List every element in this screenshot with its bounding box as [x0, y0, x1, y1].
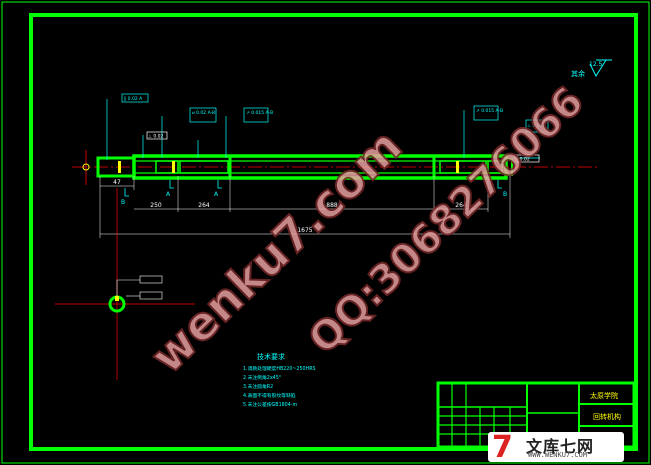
section-label-1: A	[166, 191, 171, 198]
roughness-symbol: 12.5 其余	[571, 59, 612, 78]
title-block-school: 太原学院	[590, 391, 618, 400]
tech-req-line-2: 2.未注倒角2x45°	[243, 374, 281, 381]
tech-req-line-1: 1.调质处理硬度HB220~250HRS	[243, 365, 316, 372]
gdt-frame-4: ↗ 0.015 A-B	[476, 108, 503, 114]
gdt-frame-5: ⊥ 0.02	[527, 123, 543, 129]
dim-47: 47	[113, 179, 121, 186]
dim-888: 888	[326, 202, 338, 209]
site-logo: 7 文库七网 WWW.WENKU7.COM	[488, 430, 624, 465]
gdt-frame-6: ⊥ 0.02	[148, 134, 164, 140]
title-block-part-name: 回转机构	[593, 412, 621, 421]
dim-264b: 264	[455, 202, 467, 209]
gdt-frame-3: ↗ 0.015 A-B	[246, 110, 273, 116]
tech-req-line-3: 3.未注圆角R2	[243, 383, 273, 390]
gdt-leaders	[106, 99, 540, 160]
gdt-frame-7: ∥ 0.02	[516, 157, 530, 163]
dim-264a: 264	[198, 202, 210, 209]
gdt-frame-1: ∥ 0.02 A	[124, 96, 143, 102]
shaft-body	[96, 154, 513, 180]
tech-requirements: 技术要求 1.调质处理硬度HB220~250HRS 2.未注倒角2x45° 3.…	[243, 352, 316, 408]
roughness-value: 12.5	[589, 61, 603, 68]
section-label-3: B	[121, 199, 125, 206]
extension-lines	[99, 176, 511, 238]
inner-frame	[29, 13, 638, 451]
section-label-2: A	[214, 191, 219, 198]
cross-section-view	[55, 188, 195, 380]
keyway-marks	[118, 161, 459, 173]
gdt-frames: ∥ 0.02 A ⌀ 0.02 A-B ↗ 0.015 A-B ↗ 0.015 …	[121, 93, 549, 163]
tech-req-line-4: 4.表面不得有裂纹等缺陷	[243, 392, 296, 399]
dimension-lines	[100, 185, 510, 235]
tech-req-title: 技术要求	[257, 352, 285, 361]
roughness-note: 其余	[571, 69, 585, 78]
dim-250: 250	[150, 202, 162, 209]
logo-name: 文库七网	[526, 437, 595, 456]
gdt-frame-2: ⌀ 0.02 A-B	[192, 110, 215, 116]
tech-req-line-5: 5.未注公差按GB1804-m	[243, 401, 298, 408]
section-label-4: B	[503, 191, 507, 198]
dim-total: 1675	[297, 227, 312, 234]
section-marks	[124, 180, 502, 197]
logo-url: WWW.WENKU7.COM	[528, 451, 588, 459]
logo-mark: 7	[492, 430, 513, 465]
